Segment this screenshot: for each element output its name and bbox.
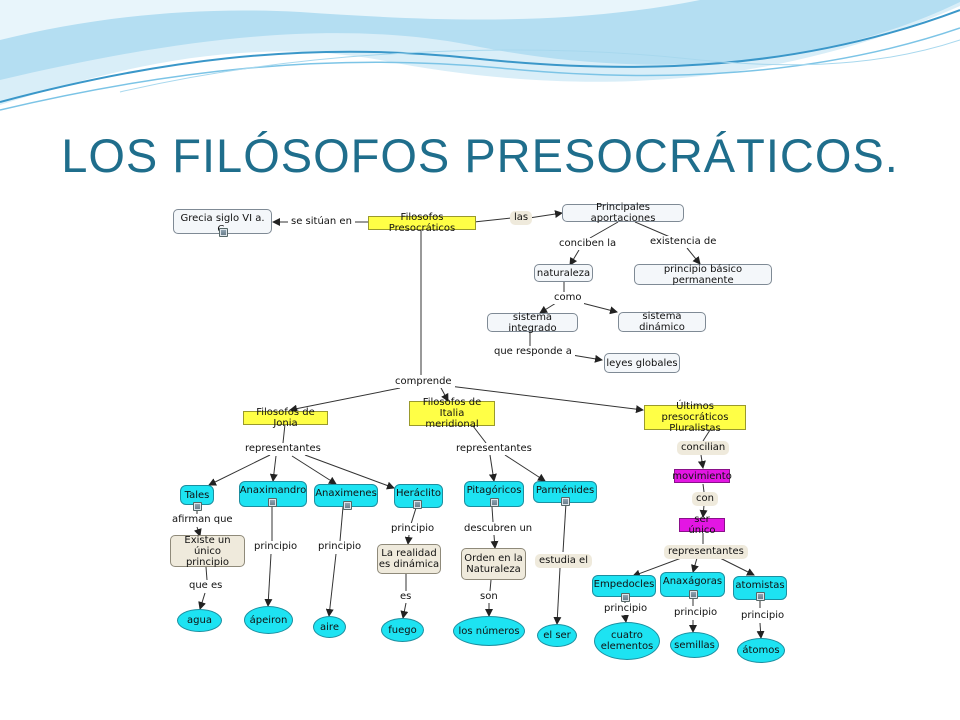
concept-principales-aportaciones[interactable]: Principales aportaciones — [562, 202, 684, 224]
concept-cuatro-elementos[interactable]: cuatro elementos — [594, 622, 660, 660]
slide-title: LOS FILÓSOFOS PRESOCRÁTICOS. — [61, 129, 899, 182]
concept-semillas[interactable]: semillas — [670, 632, 719, 658]
link-conciben-la: conciben la — [556, 238, 620, 250]
link-principio-anaximandro: principio — [251, 541, 301, 553]
concept-ultimos-presocraticos[interactable]: Últimos presocráticos Pluralistas — [644, 401, 746, 434]
link-principio-anaximenes: principio — [315, 541, 365, 553]
link-estudia-el: estudia el — [535, 554, 592, 568]
resource-icon[interactable] — [621, 593, 630, 602]
resource-icon[interactable] — [689, 590, 698, 599]
link-principio-heraclito: principio — [388, 523, 438, 535]
concept-movimiento[interactable]: movimiento — [672, 469, 732, 483]
resource-icon[interactable] — [193, 502, 202, 511]
resource-icon[interactable] — [343, 501, 352, 510]
link-afirman-que: afirman que — [169, 514, 236, 526]
header-wave-decoration — [0, 0, 960, 111]
link-se-situan-en: se sitúan en — [288, 216, 355, 228]
resource-icon[interactable] — [490, 498, 499, 507]
concept-realidad-dinamica[interactable]: La realidad es dinámica — [377, 544, 441, 574]
link-como: como — [551, 292, 585, 304]
link-representantes-italia: representantes — [453, 443, 535, 455]
link-principio-atomistas: principio — [738, 610, 788, 622]
resource-icon[interactable] — [219, 228, 228, 237]
link-existencia-de: existencia de — [647, 236, 720, 248]
link-principio-empedocles: principio — [601, 603, 651, 615]
resource-icon[interactable] — [561, 497, 570, 506]
link-es: es — [397, 591, 415, 603]
link-representantes-jonia: representantes — [242, 443, 324, 455]
concept-los-numeros[interactable]: los números — [453, 616, 525, 646]
concept-aperion[interactable]: ápeiron — [244, 606, 293, 634]
link-las: las — [510, 211, 533, 225]
link-que-es: que es — [186, 580, 226, 592]
concept-filosofos-italia[interactable]: Filosofos de Italia meridional — [409, 397, 495, 430]
concept-principio-basico[interactable]: principio básico permanente — [634, 264, 772, 286]
concept-el-ser[interactable]: el ser — [537, 624, 577, 647]
concept-sistema-integrado[interactable]: sistema integrado — [487, 312, 578, 334]
concept-naturaleza[interactable]: naturaleza — [534, 264, 593, 282]
concept-unico-principio[interactable]: Existe un único principio — [170, 535, 245, 568]
link-concilian: concilian — [677, 441, 730, 455]
link-principio-anaxagoras: principio — [671, 607, 721, 619]
link-con: con — [692, 492, 718, 506]
link-representantes-pluralistas: representantes — [664, 545, 748, 559]
link-son: son — [477, 591, 501, 603]
concept-leyes-globales[interactable]: leyes globales — [604, 353, 680, 373]
concept-atomos[interactable]: átomos — [737, 638, 785, 663]
link-descubren-un: descubren un — [461, 523, 536, 535]
concept-ser-unico[interactable]: ser único — [679, 514, 725, 536]
concept-filosofos-presocraticos[interactable]: Filosofos Presocráticos — [368, 212, 476, 234]
link-comprende: comprende — [392, 376, 455, 388]
link-que-responde-a: que responde a — [491, 346, 575, 358]
resource-icon[interactable] — [413, 500, 422, 509]
resource-icon[interactable] — [268, 498, 277, 507]
concept-sistema-dinamico[interactable]: sistema dinámico — [618, 311, 706, 333]
concept-filosofos-jonia[interactable]: Filosofos de Jonia — [243, 407, 328, 429]
concept-agua[interactable]: agua — [177, 609, 222, 632]
resource-icon[interactable] — [756, 592, 765, 601]
concept-orden-naturaleza[interactable]: Orden en la Naturaleza — [461, 548, 526, 580]
concept-fuego[interactable]: fuego — [381, 618, 424, 642]
concept-aire[interactable]: aire — [313, 616, 346, 638]
